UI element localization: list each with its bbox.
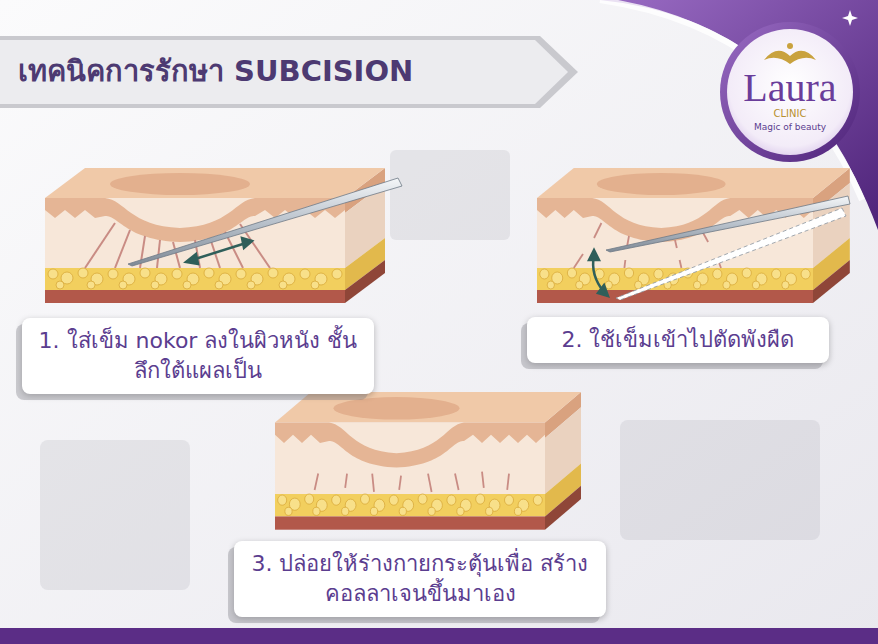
step-box: 1. ใส่เข็ม nokor ลงในผิวหนัง ชั้นลึกใต้แ…	[22, 318, 374, 394]
title-text: เทคนิคการรักษา SUBCISION	[18, 52, 413, 90]
step-text: 1. ใส่เข็ม nokor ลงในผิวหนัง ชั้นลึกใต้แ…	[36, 326, 360, 386]
logo-subtitle: CLINIC	[730, 108, 850, 120]
step-text: 2. ใช้เข็มเข้าไปตัดพังผืด	[541, 325, 815, 355]
logo-slogan: Magic of beauty	[725, 121, 855, 133]
logo-name: Laura	[730, 66, 850, 110]
step-box: 2. ใช้เข็มเข้าไปตัดพังผืด	[527, 317, 829, 363]
step-text: 3. ปล่อยให้ร่างกายกระตุ้นเพื่อ สร้างคอลล…	[248, 549, 592, 609]
step-box: 3. ปล่อยให้ร่างกายกระตุ้นเพื่อ สร้างคอลล…	[234, 541, 606, 617]
